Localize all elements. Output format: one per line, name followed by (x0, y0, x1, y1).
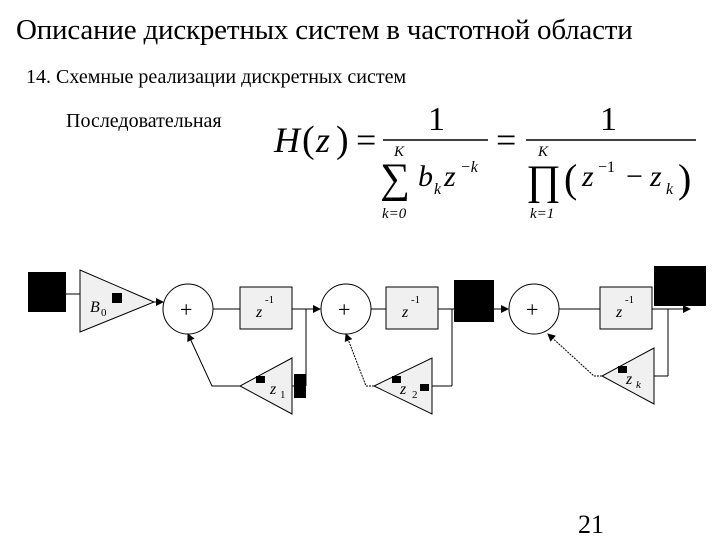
coef-zk-label: z (625, 371, 633, 388)
coef-z1-marker-small (256, 376, 265, 383)
delay-2 (385, 286, 439, 330)
realization-label: Последовательная (66, 110, 222, 132)
coef-z2-marker-small (392, 376, 401, 383)
prod-term-zk: z (649, 160, 662, 193)
slide-title: Описание дискретных систем в частотной о… (16, 14, 633, 46)
coef-z2-triangle (372, 357, 433, 415)
adder-1-symbol: + (180, 297, 192, 322)
sum-symbol: ∑ (380, 156, 410, 202)
cascade-link-block (454, 280, 494, 322)
coef-z2-marker (420, 384, 429, 391)
coef-z1-label-sub: 1 (280, 389, 286, 401)
prod-term-z: z (581, 160, 594, 193)
sum-term-exp: −k (460, 159, 479, 176)
sum-term-b: b (418, 160, 433, 193)
transfer-function-formula: H ( z ) = 1 K ∑ k=0 b k z −k = 1 K ∏ k=1… (273, 101, 696, 222)
prod-term-exp: −1 (598, 159, 615, 176)
delay-1-label: z (255, 304, 263, 321)
coef-zk-label-sub: k (636, 379, 642, 391)
feedback-arrow (547, 333, 602, 377)
delay-3-label: z (615, 304, 623, 321)
sum-term-z: z (443, 160, 456, 193)
gain-b0-label-sub: 0 (101, 307, 107, 319)
prod-minus: − (626, 160, 643, 193)
formula-equals-1: = (356, 120, 376, 160)
fraction2-numerator: 1 (600, 101, 617, 138)
cascade-block-diagram: B 0 + z -1 z 1 + z -1 z 2 + z -1 z k (28, 266, 706, 415)
output-block (654, 266, 706, 306)
coef-z2-label-sub: 2 (412, 389, 418, 401)
coef-zk-triangle (600, 347, 655, 405)
fraction1-numerator: 1 (428, 101, 445, 138)
gain-b0-label: B (90, 299, 100, 316)
delay-2-exp: -1 (411, 294, 420, 306)
prod-close-paren: ) (678, 156, 691, 201)
prod-symbol: ∏ (526, 158, 561, 204)
formula-arg: z (315, 120, 330, 160)
prod-term-zk-sub: k (666, 181, 674, 198)
input-block (28, 272, 66, 312)
formula-lhs: H (273, 120, 302, 160)
delay-3 (599, 286, 653, 330)
coef-zk-marker-small (618, 366, 627, 373)
coef-z1-label: z (269, 381, 277, 398)
coef-z1-marker (294, 374, 306, 398)
coef-z1-triangle (238, 357, 293, 415)
formula-open-paren: ( (302, 119, 315, 161)
delay-2-label: z (401, 304, 409, 321)
delay-3-exp: -1 (625, 294, 634, 306)
formula-equals-2: = (496, 120, 516, 160)
gain-b0-marker (112, 293, 122, 303)
feedback-arrow (344, 333, 374, 387)
delay-1-exp: -1 (265, 294, 274, 306)
adder-2-symbol: + (338, 297, 350, 322)
prod-upper-limit: K (537, 144, 549, 160)
sum-term-b-sub: k (434, 181, 442, 198)
page-number: 21 (578, 510, 604, 539)
coef-z2-label: z (399, 381, 407, 398)
sum-upper-limit: K (393, 144, 405, 160)
adder-3-symbol: + (526, 297, 538, 322)
delay-1 (239, 286, 293, 330)
prod-lower-limit: k=1 (530, 206, 554, 222)
sum-lower-limit: k=0 (382, 206, 407, 222)
formula-close-paren: ) (336, 119, 349, 161)
prod-open-paren: ( (564, 156, 577, 201)
feedback-arrow (187, 333, 240, 387)
slide-subtitle: 14. Схемные реализации дискретных систем (26, 66, 407, 88)
